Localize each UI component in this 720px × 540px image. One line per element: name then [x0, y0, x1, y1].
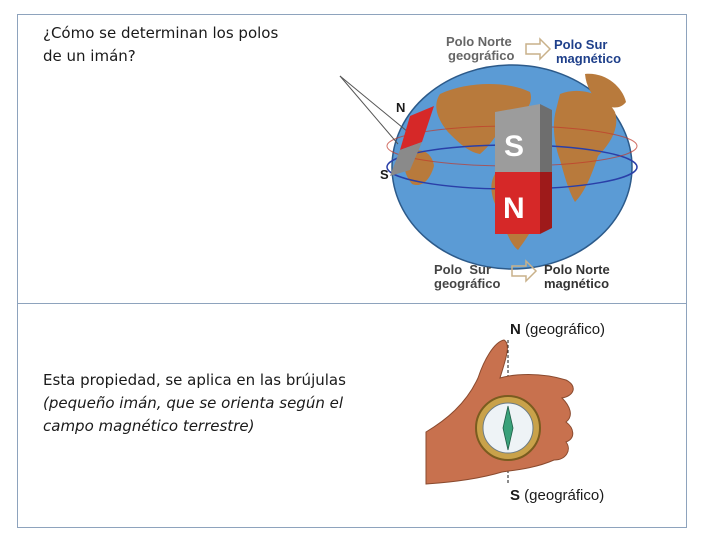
small-magnet-n-label: N — [396, 100, 405, 115]
top-arrow-icon — [526, 39, 550, 59]
compass-south-text: (geográfico) — [520, 487, 604, 504]
bottom-left-label-2: geográfico — [434, 276, 501, 291]
compass-north-text: (geográfico) — [521, 321, 605, 338]
hand-compass-illustration: N (geográfico) S (geográfico) — [416, 312, 666, 508]
svg-text:N (geográfico): N (geográfico) — [510, 321, 605, 338]
top-right-label-2: magnético — [556, 51, 621, 66]
section-divider — [17, 303, 687, 304]
svg-text:S (geográfico): S (geográfico) — [510, 487, 604, 504]
big-magnet: S N — [495, 104, 552, 234]
question-text: ¿Cómo se determinan los polos de un imán… — [43, 22, 283, 68]
description-italic: (pequeño imán, que se orienta según el c… — [43, 392, 383, 438]
bottom-left-label-1: Polo Sur — [434, 262, 491, 277]
big-magnet-s-label: S — [504, 130, 524, 163]
earth-magnet-diagram: S N N S Polo Norte geográfico Polo Sur m… — [330, 24, 660, 294]
compass-south-letter: S — [510, 487, 520, 504]
description-plain: Esta propiedad, se aplica en las brújula… — [43, 371, 346, 389]
top-left-label-2: geográfico — [448, 48, 515, 63]
bottom-right-label-1: Polo Norte — [544, 262, 610, 277]
top-right-label-1: Polo Sur — [554, 37, 607, 52]
big-magnet-n-label: N — [503, 192, 525, 225]
compass-description: Esta propiedad, se aplica en las brújula… — [43, 369, 383, 438]
small-magnet-s-label: S — [380, 167, 389, 182]
top-left-label-1: Polo Norte — [446, 34, 512, 49]
compass-north-letter: N — [510, 321, 521, 338]
bottom-right-label-2: magnético — [544, 276, 609, 291]
